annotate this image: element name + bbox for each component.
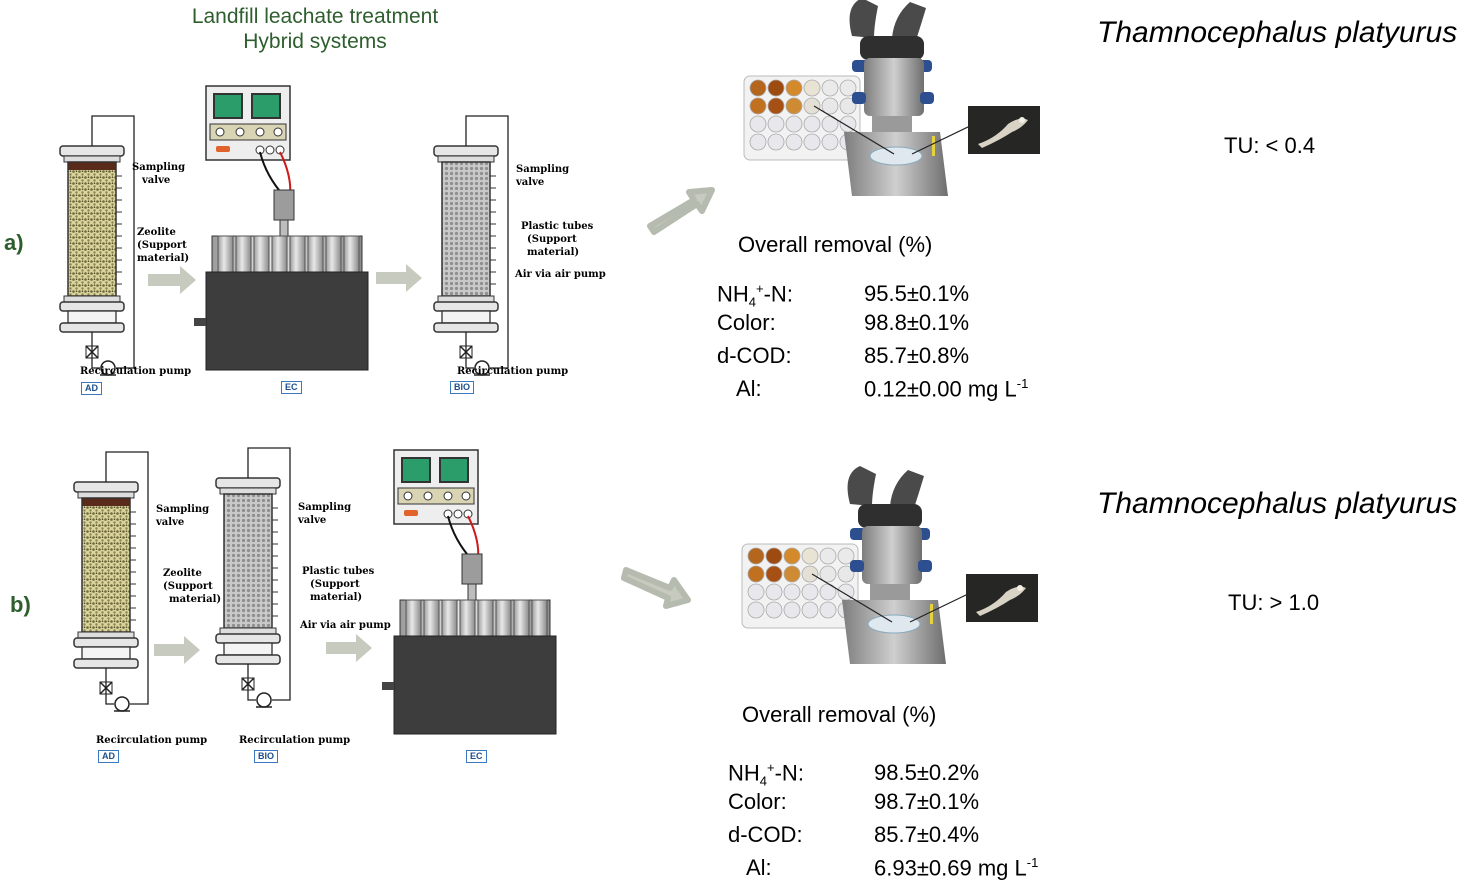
b-result-value-al: 6.93±0.69 mg L-1 <box>874 855 1039 881</box>
a-species-name: Thamnocephalus platyurus <box>1097 16 1458 49</box>
a-ad-column <box>59 115 135 376</box>
b-bio-media-label: Plastic tubes (Support material) <box>302 566 375 603</box>
a-microscope-set <box>743 0 1041 197</box>
b-toxicity-units: TU: > 1.0 <box>1228 590 1320 615</box>
a-result-label-nh4: NH4+-N: <box>717 281 793 310</box>
a-result-value-color: 98.8±0.1% <box>864 310 970 335</box>
title-line-2: Hybrid systems <box>243 30 387 53</box>
a-result-value-dcod: 85.7±0.8% <box>864 343 970 368</box>
b-bio-tag: BIO <box>254 750 279 763</box>
b-ec-unit <box>381 449 557 735</box>
a-arrow-2 <box>376 264 422 292</box>
a-result-arrow <box>647 187 715 235</box>
b-result-label-al: Al: <box>746 855 772 880</box>
a-ad-tag: AD <box>81 382 102 395</box>
a-ad-sampling-label: Sampling valve <box>132 162 186 186</box>
b-ec-tag: EC <box>466 750 487 763</box>
b-microscope-set <box>741 465 1039 665</box>
b-result-label-color: Color: <box>728 789 787 814</box>
b-species-name: Thamnocephalus platyurus <box>1097 487 1458 520</box>
a-result-label-color: Color: <box>717 310 776 335</box>
a-bio-sampling-label: Sampling valve <box>516 164 570 188</box>
a-ad-media-label: Zeolite (Support material) <box>137 227 190 264</box>
figure-title: Landfill leachate treatment Hybrid syste… <box>150 4 480 54</box>
b-bio-pump-label: Recirculation pump <box>239 735 351 746</box>
a-bio-media-label: Plastic tubes (Support material) <box>521 221 594 258</box>
b-result-value-dcod: 85.7±0.4% <box>874 822 980 847</box>
a-removal-title: Overall removal (%) <box>738 232 933 257</box>
panel-b-label: b) <box>10 592 31 617</box>
b-arrow-1 <box>154 636 200 664</box>
b-ad-media-label: Zeolite (Support material) <box>163 568 222 605</box>
b-result-value-color: 98.7±0.1% <box>874 789 980 814</box>
a-result-value-al: 0.12±0.00 mg L-1 <box>864 376 1029 402</box>
a-ec-tag: EC <box>281 381 302 394</box>
b-bio-column <box>215 447 291 708</box>
a-result-label-al: Al: <box>736 376 762 401</box>
b-ad-sampling-label: Sampling valve <box>156 504 210 528</box>
a-arrow-1 <box>148 266 196 294</box>
b-result-label-nh4: NH4+-N: <box>728 760 804 789</box>
b-bio-air-label: Air via air pump <box>300 620 391 631</box>
b-result-value-nh4: 98.5±0.2% <box>874 760 980 785</box>
panel-a-label: a) <box>4 230 24 255</box>
a-ad-pump-label: Recirculation pump <box>80 366 192 377</box>
a-toxicity-units: TU: < 0.4 <box>1224 133 1316 158</box>
title-line-1: Landfill leachate treatment <box>191 5 439 28</box>
a-bio-column <box>433 115 509 376</box>
a-bio-air-label: Air via air pump <box>515 269 606 280</box>
b-ad-pump-label: Recirculation pump <box>96 735 208 746</box>
b-bio-sampling-label: Sampling valve <box>298 502 352 526</box>
a-result-label-dcod: d-COD: <box>717 343 792 368</box>
b-result-label-dcod: d-COD: <box>728 822 803 847</box>
a-bio-pump-label: Recirculation pump <box>457 366 569 377</box>
b-arrow-2 <box>326 634 372 662</box>
b-ad-column <box>73 451 149 712</box>
b-result-arrow <box>621 567 691 609</box>
b-ad-tag: AD <box>98 750 119 763</box>
a-bio-tag: BIO <box>450 381 475 394</box>
a-result-value-nh4: 95.5±0.1% <box>864 281 970 306</box>
b-removal-title: Overall removal (%) <box>742 702 937 727</box>
a-ec-unit <box>193 85 369 371</box>
